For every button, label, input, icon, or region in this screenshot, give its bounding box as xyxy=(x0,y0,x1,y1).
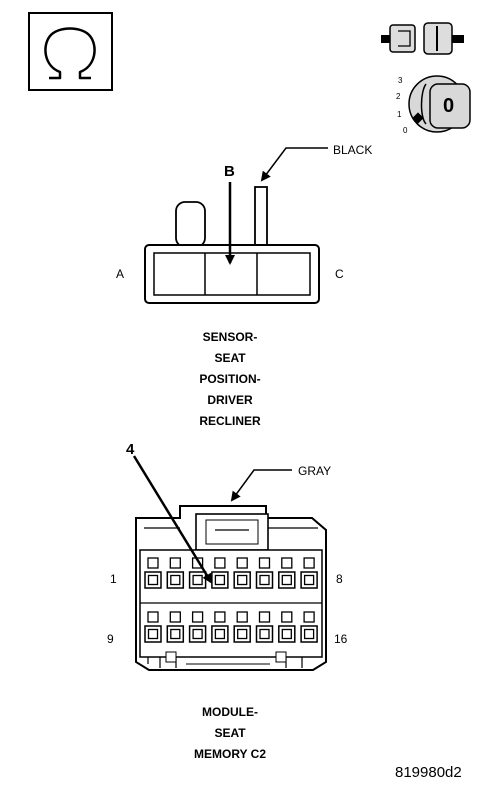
pin-cavity xyxy=(188,557,207,589)
pin-cavity xyxy=(188,611,207,643)
figure-id: 819980d2 xyxy=(395,764,462,781)
gray-wire-leader xyxy=(230,469,292,502)
pin-cavity xyxy=(300,557,318,589)
pin-cavity xyxy=(166,557,185,589)
ignition-position-1: 1 xyxy=(397,110,402,119)
pin-cavity xyxy=(211,611,229,643)
ignition-position-3: 3 xyxy=(398,76,403,85)
sensor-pin-a-label: A xyxy=(116,267,125,281)
black-wire-leader xyxy=(260,147,328,182)
pin-cavities xyxy=(144,557,318,643)
module-connector xyxy=(135,505,327,671)
probe-4-label: 4 xyxy=(126,441,135,458)
sensor-pin-c-label: C xyxy=(335,267,344,281)
probe-b-label: B xyxy=(224,163,235,180)
ignition-position-2: 2 xyxy=(396,92,401,101)
ignition-position-0: 0 xyxy=(403,126,408,135)
pin-cavity xyxy=(255,611,274,643)
module-pin-1-label: 1 xyxy=(110,572,117,586)
pin-cavity xyxy=(144,611,162,643)
pin-cavity xyxy=(278,611,296,643)
pin-cavity xyxy=(255,557,274,589)
pin-cavity xyxy=(211,557,229,589)
module-connector-caption: MODULE- SEAT MEMORY C2 xyxy=(193,705,266,761)
module-pin-8-label: 8 xyxy=(336,572,343,586)
connector-disconnect-icon xyxy=(381,22,464,55)
module-pin-9-label: 9 xyxy=(107,632,114,646)
ohm-meter-icon xyxy=(28,12,113,91)
pin-cavity xyxy=(300,611,318,643)
sensor-connector xyxy=(144,186,320,304)
probe-4-arrow xyxy=(132,455,213,584)
pin-cavity xyxy=(144,557,162,589)
pin-cavity xyxy=(166,611,185,643)
ignition-off-icon xyxy=(408,75,471,133)
pin-cavity xyxy=(233,611,251,643)
sensor-connector-caption: SENSOR- SEAT POSITION- DRIVER RECLINER xyxy=(199,330,261,428)
gray-wire-label: GRAY xyxy=(298,464,332,478)
pin-cavity xyxy=(233,557,251,589)
black-wire-label: BLACK xyxy=(333,143,373,157)
module-pin-16-label: 16 xyxy=(334,632,348,646)
pin-cavity xyxy=(278,557,296,589)
ignition-key-label: 0 xyxy=(443,95,455,117)
